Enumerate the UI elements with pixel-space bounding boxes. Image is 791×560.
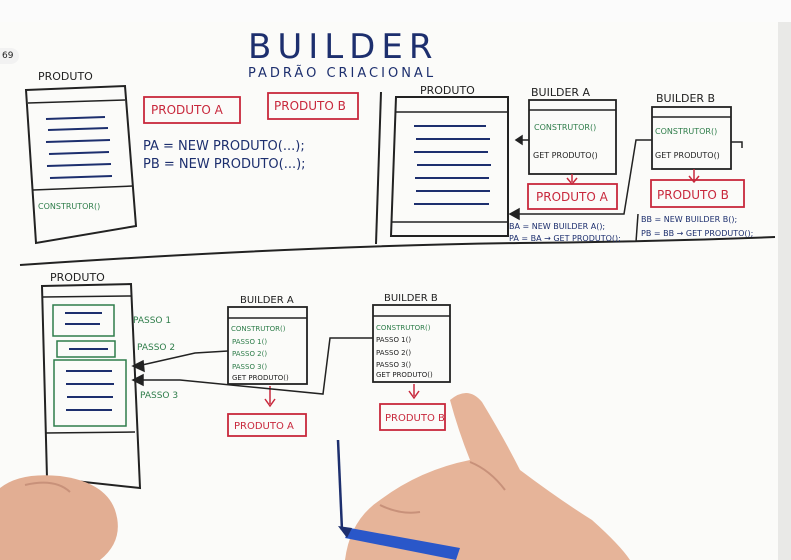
page-title: BUILDER (248, 27, 438, 67)
top-right-code-b2: PB = BB → GET PRODUTO(); (641, 229, 753, 238)
marker-pen (338, 526, 460, 560)
svg-text:PRODUTO A: PRODUTO A (234, 421, 294, 432)
svg-text:GET PRODUTO(): GET PRODUTO() (533, 151, 598, 160)
svg-text:PRODUTO B: PRODUTO B (657, 188, 729, 202)
svg-text:BUILDER A: BUILDER A (531, 86, 591, 99)
svg-text:PASSO 1(): PASSO 1() (376, 336, 411, 344)
top-left-construtor: CONSTRUTOR() (38, 202, 100, 211)
top-right-produto-label: PRODUTO (420, 84, 475, 97)
page-subtitle: PADRÃO CRIACIONAL (248, 65, 436, 81)
svg-text:CONSTRUTOR(): CONSTRUTOR() (231, 325, 286, 333)
svg-text:PASSO 2(): PASSO 2() (232, 350, 267, 358)
svg-text:PRODUTO B: PRODUTO B (385, 413, 445, 424)
top-right-produto-b-tag: PRODUTO B (650, 179, 745, 208)
top-right-code-b1: BB = NEW BUILDER B(); (641, 215, 737, 224)
svg-text:CONSTRUTOR(): CONSTRUTOR() (655, 127, 717, 136)
top-right-produto-box (389, 96, 509, 237)
svg-text:PASSO 3(): PASSO 3() (376, 361, 411, 369)
svg-text:GET PRODUTO(): GET PRODUTO() (655, 151, 720, 160)
bottom-builder-a: BUILDER A CONSTRUTOR() PASSO 1() PASSO 2… (227, 295, 308, 385)
top-left-produto-a-tag: PRODUTO A (143, 96, 241, 124)
svg-text:PASSO 1(): PASSO 1() (232, 338, 267, 346)
svg-text:PRODUTO B: PRODUTO B (274, 99, 346, 113)
top-right-red-arrows (566, 169, 700, 186)
bottom-produto-box (40, 282, 142, 490)
vertical-divider (375, 91, 382, 245)
svg-text:PASSO 3(): PASSO 3() (232, 363, 267, 371)
video-top-bar (0, 0, 791, 22)
top-right-code-a2: PA = BA → GET PRODUTO(); (509, 234, 621, 243)
svg-text:PASSO 2(): PASSO 2() (376, 349, 411, 357)
passo-2-label: PASSO 2 (137, 343, 175, 353)
svg-text:CONSTRUTOR(): CONSTRUTOR() (376, 324, 431, 332)
passo-3-label: PASSO 3 (140, 391, 178, 401)
passo-1-label: PASSO 1 (133, 316, 171, 326)
right-hand (345, 392, 630, 560)
svg-text:GET PRODUTO(): GET PRODUTO() (376, 371, 433, 379)
bottom-connectors (131, 337, 373, 395)
top-left-code-a: PA = NEW PRODUTO(...); (143, 139, 305, 154)
top-right-produto-a-tag: PRODUTO A (527, 183, 618, 210)
svg-text:PRODUTO A: PRODUTO A (536, 190, 609, 204)
marker-stroke (336, 439, 344, 531)
bottom-red-arrows (264, 384, 420, 408)
svg-text:CONSTRUTOR(): CONSTRUTOR() (534, 123, 596, 132)
svg-text:GET PRODUTO(): GET PRODUTO() (232, 374, 289, 382)
bottom-produto-label: PRODUTO (50, 271, 105, 284)
video-counter: 69 (0, 48, 20, 64)
top-right-connectors (508, 134, 743, 243)
horizontal-divider (19, 236, 776, 266)
svg-text:BUILDER B: BUILDER B (656, 92, 715, 105)
top-right-builder-a: BUILDER A CONSTRUTOR() GET PRODUTO() (528, 86, 617, 175)
left-hand (0, 475, 118, 560)
svg-text:BUILDER A: BUILDER A (240, 295, 294, 306)
top-left-produto-box: CONSTRUTOR() (24, 84, 138, 245)
bottom-produto-b-tag: PRODUTO B (379, 403, 446, 431)
top-left-produto-b-tag: PRODUTO B (267, 92, 359, 120)
bottom-builder-b: BUILDER B CONSTRUTOR() PASSO 1() PASSO 2… (372, 293, 451, 383)
top-right-builder-b: BUILDER B CONSTRUTOR() GET PRODUTO() (651, 92, 732, 170)
top-right-code-a1: BA = NEW BUILDER A(); (509, 222, 605, 231)
whiteboard (0, 22, 778, 560)
svg-text:PRODUTO A: PRODUTO A (151, 103, 224, 117)
svg-text:BUILDER B: BUILDER B (384, 293, 438, 304)
bottom-produto-a-tag: PRODUTO A (227, 413, 307, 437)
top-left-code-b: PB = NEW PRODUTO(...); (143, 157, 306, 172)
top-left-produto-label: PRODUTO (38, 70, 93, 83)
